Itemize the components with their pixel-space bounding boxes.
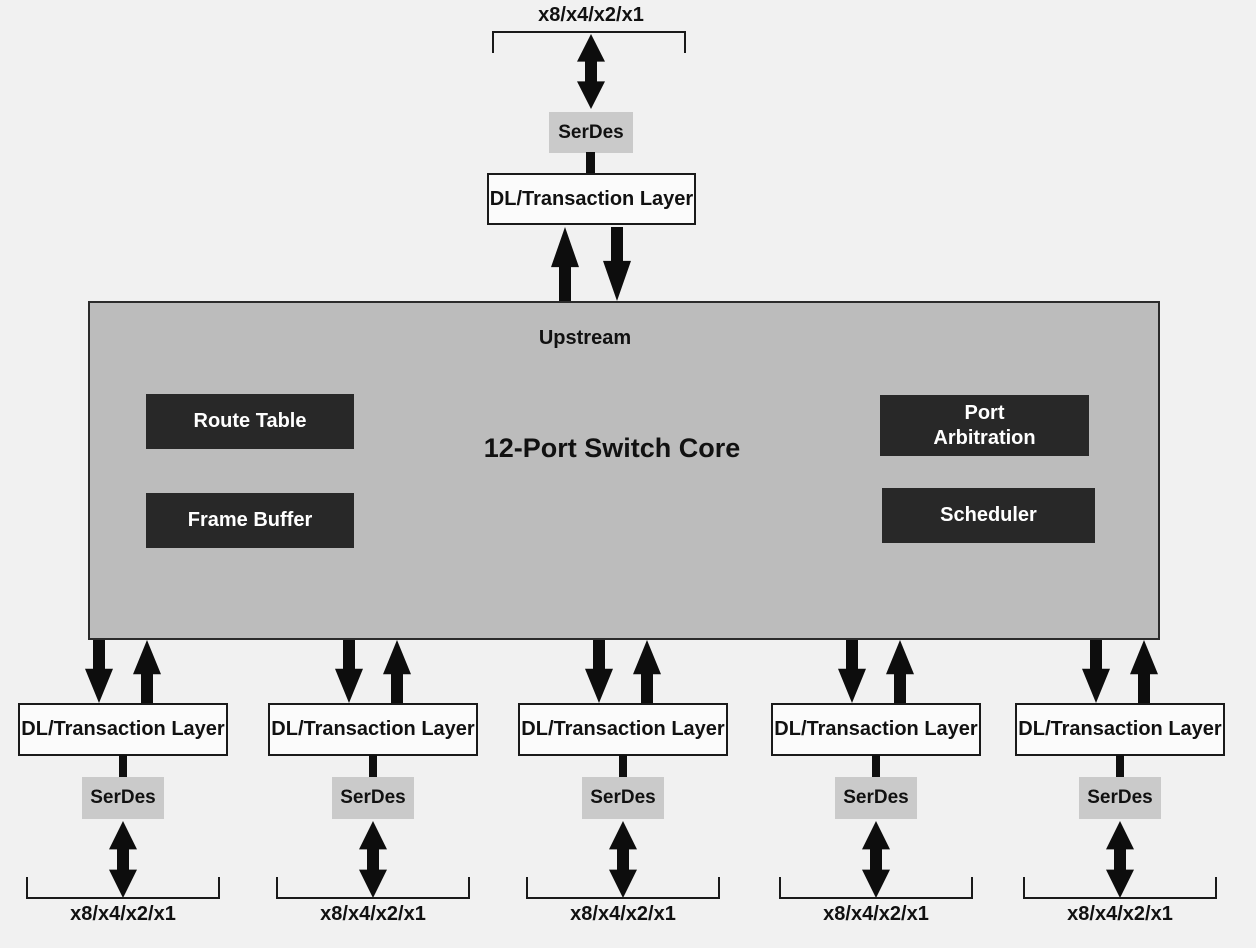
- dl-transaction-layer-box: DL/Transaction Layer: [1015, 703, 1225, 756]
- down-arrow-icon: [85, 640, 113, 703]
- lane-label: x8/x4/x2/x1: [823, 903, 929, 925]
- lane-bracket: [26, 877, 220, 899]
- serdes-connector: [119, 755, 127, 777]
- lane-label: x8/x4/x2/x1: [320, 903, 426, 925]
- downstream-port-group-3: DL/Transaction Layer SerDes x8/x4/x2/x1: [518, 640, 728, 948]
- serdes-box: SerDes: [1079, 777, 1161, 819]
- down-arrow-icon: [838, 640, 866, 703]
- downstream-port-group-2: DL/Transaction Layer SerDes x8/x4/x2/x1: [268, 640, 478, 948]
- up-arrow-icon: [886, 640, 914, 703]
- route-table-block: Route Table: [146, 394, 354, 449]
- lane-label: x8/x4/x2/x1: [570, 903, 676, 925]
- dl-transaction-layer-box: DL/Transaction Layer: [771, 703, 981, 756]
- upstream-double-arrow-icon: [577, 34, 605, 109]
- serdes-connector: [1116, 755, 1124, 777]
- upstream-down-arrow-icon: [603, 227, 631, 301]
- up-arrow-icon: [633, 640, 661, 703]
- core-title: 12-Port Switch Core: [483, 433, 741, 463]
- upstream-dl-transaction-layer-box: DL/Transaction Layer: [487, 173, 696, 225]
- downstream-port-group-5: DL/Transaction Layer SerDes x8/x4/x2/x1: [1015, 640, 1225, 948]
- serdes-connector: [369, 755, 377, 777]
- serdes-connector: [872, 755, 880, 777]
- serdes-box: SerDes: [582, 777, 664, 819]
- upstream-port-group: x8/x4/x2/x1 SerDes DL/Transaction Layer: [487, 0, 696, 301]
- double-arrow-icon: [1106, 821, 1134, 898]
- down-arrow-icon: [1082, 640, 1110, 703]
- upstream-lane-bracket: [492, 31, 686, 53]
- lane-bracket: [779, 877, 973, 899]
- dl-transaction-layer-box: DL/Transaction Layer: [18, 703, 228, 756]
- up-arrow-icon: [1130, 640, 1158, 703]
- up-arrow-icon: [133, 640, 161, 703]
- double-arrow-icon: [862, 821, 890, 898]
- down-arrow-icon: [335, 640, 363, 703]
- port-arbitration-block: Port Arbitration: [880, 395, 1089, 456]
- serdes-connector: [619, 755, 627, 777]
- down-arrow-icon: [585, 640, 613, 703]
- switch-core-box: Upstream 12-Port Switch Core Route Table…: [88, 301, 1160, 640]
- lane-label: x8/x4/x2/x1: [1067, 903, 1173, 925]
- dl-transaction-layer-box: DL/Transaction Layer: [518, 703, 728, 756]
- lane-bracket: [526, 877, 720, 899]
- downstream-port-group-4: DL/Transaction Layer SerDes x8/x4/x2/x1: [771, 640, 981, 948]
- downstream-port-group-1: DL/Transaction Layer SerDes x8/x4/x2/x1: [18, 640, 228, 948]
- double-arrow-icon: [609, 821, 637, 898]
- lane-bracket: [276, 877, 470, 899]
- double-arrow-icon: [359, 821, 387, 898]
- serdes-box: SerDes: [82, 777, 164, 819]
- serdes-box: SerDes: [835, 777, 917, 819]
- upstream-up-arrow-icon: [551, 227, 579, 301]
- upstream-lane-label: x8/x4/x2/x1: [538, 4, 644, 26]
- up-arrow-icon: [383, 640, 411, 703]
- upstream-serdes-connector: [586, 152, 595, 174]
- upstream-serdes-box: SerDes: [549, 112, 633, 153]
- double-arrow-icon: [109, 821, 137, 898]
- lane-bracket: [1023, 877, 1217, 899]
- serdes-box: SerDes: [332, 777, 414, 819]
- frame-buffer-block: Frame Buffer: [146, 493, 354, 548]
- dl-transaction-layer-box: DL/Transaction Layer: [268, 703, 478, 756]
- lane-label: x8/x4/x2/x1: [70, 903, 176, 925]
- scheduler-block: Scheduler: [882, 488, 1095, 543]
- core-upstream-label: Upstream: [538, 327, 632, 349]
